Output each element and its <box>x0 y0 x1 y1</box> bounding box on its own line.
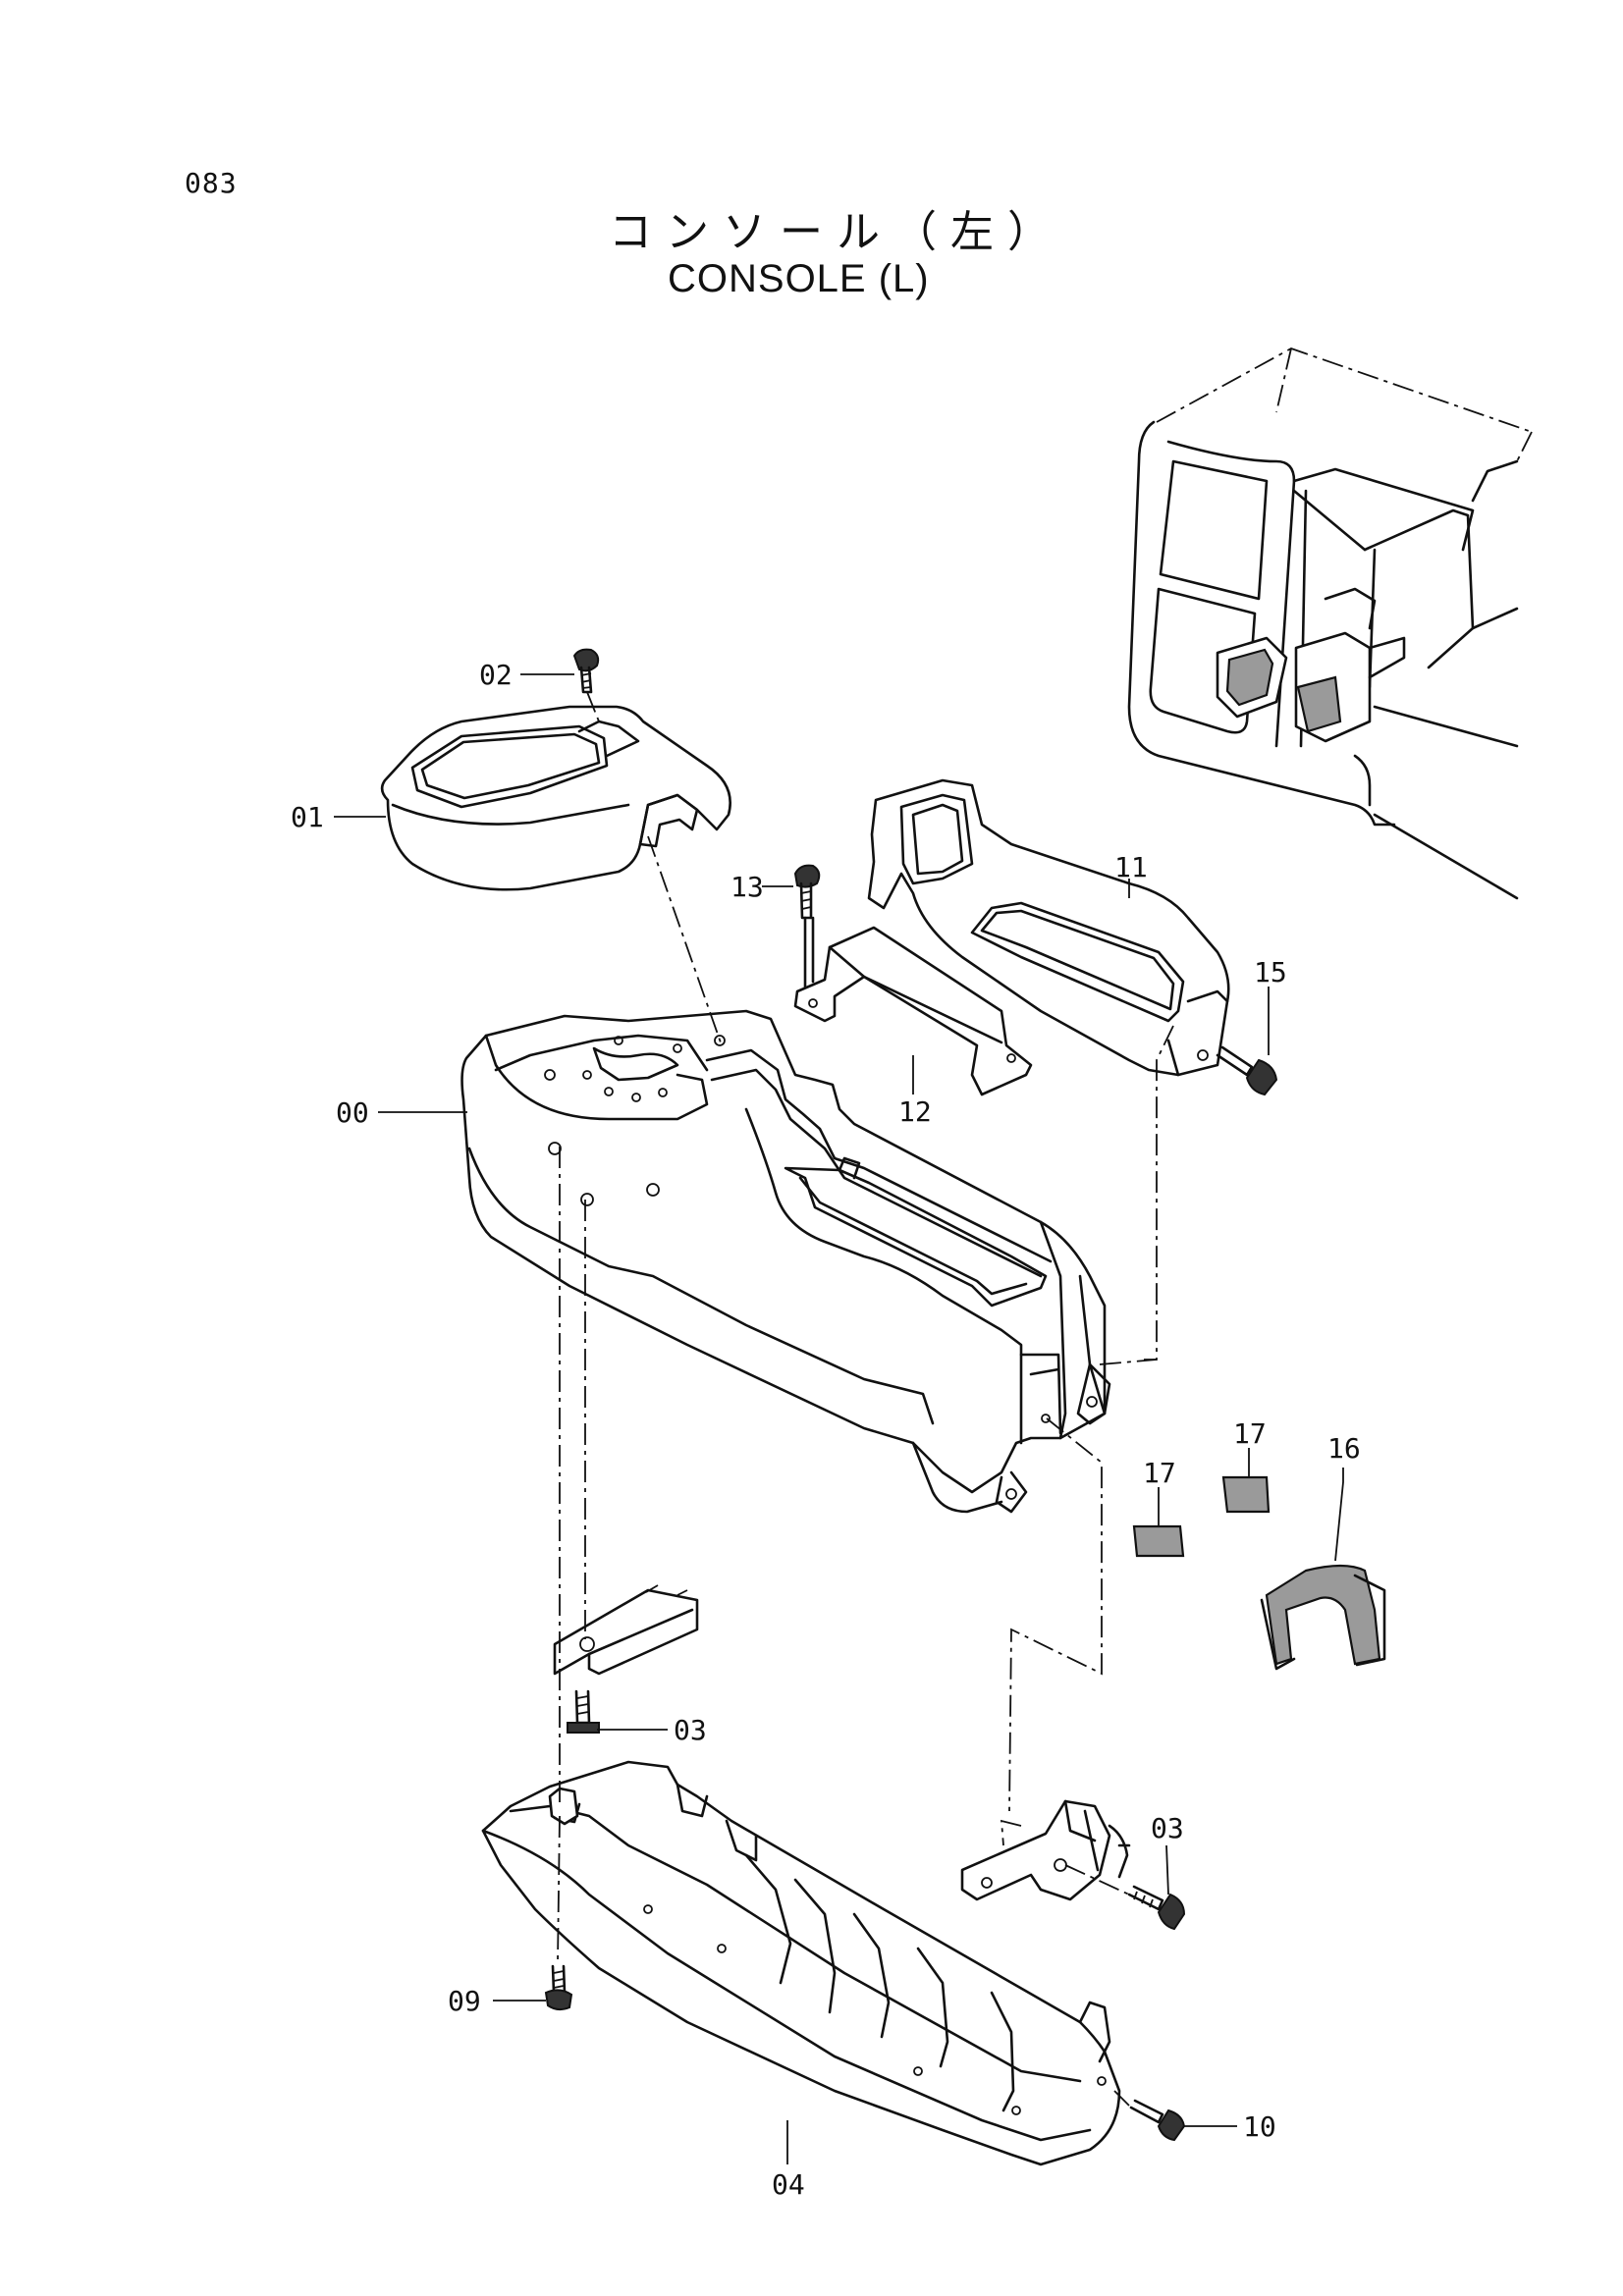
title-english: CONSOLE (L) <box>668 257 930 300</box>
callout-03-a: 03 <box>674 1714 707 1746</box>
callout-03-b: 03 <box>1151 1812 1184 1844</box>
part-03-screw-left <box>567 1689 600 1734</box>
part-15-screw <box>1216 1045 1278 1096</box>
part-04-lower-tray <box>481 1760 1121 2166</box>
title-japanese: コンソール（左） <box>609 207 1064 257</box>
part-17-foam-pad-b <box>1221 1475 1271 1514</box>
part-16-foam-strip <box>1260 1564 1386 1671</box>
callout-17-b: 17 <box>1233 1417 1267 1450</box>
callout-12: 12 <box>898 1095 932 1128</box>
leader-lines <box>334 673 1344 2164</box>
part-02-screw <box>572 648 602 727</box>
lower-bracket <box>553 1584 699 1676</box>
cab-thumbnail <box>1127 347 1533 900</box>
page-number: 083 <box>185 167 238 199</box>
part-10-screw <box>1129 2099 1186 2142</box>
callout-11: 11 <box>1114 851 1148 883</box>
callout-02: 02 <box>479 659 513 691</box>
callout-01: 01 <box>291 801 324 833</box>
callout-16: 16 <box>1327 1432 1361 1465</box>
callout-09: 09 <box>448 1985 481 2017</box>
mount-bracket-right <box>960 1799 1131 1901</box>
part-11-bezel <box>867 778 1230 1361</box>
callout-10: 10 <box>1243 2110 1276 2143</box>
callouts: 02 01 13 11 15 12 00 17 17 16 03 03 09 0… <box>291 659 1361 2201</box>
callout-15: 15 <box>1254 956 1287 988</box>
callout-13: 13 <box>730 871 764 903</box>
part-00-main-console <box>460 1009 1111 1514</box>
part-13-screw <box>793 864 821 988</box>
part-17-foam-pad-a <box>1132 1524 1185 1558</box>
callout-04: 04 <box>772 2168 805 2201</box>
part-12-bracket <box>793 926 1033 1096</box>
callout-00: 00 <box>336 1096 369 1129</box>
callout-17-a: 17 <box>1143 1457 1176 1489</box>
part-03-screw-right <box>1127 1885 1186 1931</box>
part-09-screw <box>544 1964 573 2011</box>
part-01-upper-cover <box>380 705 731 891</box>
assembly-center-lines <box>557 835 1158 2107</box>
